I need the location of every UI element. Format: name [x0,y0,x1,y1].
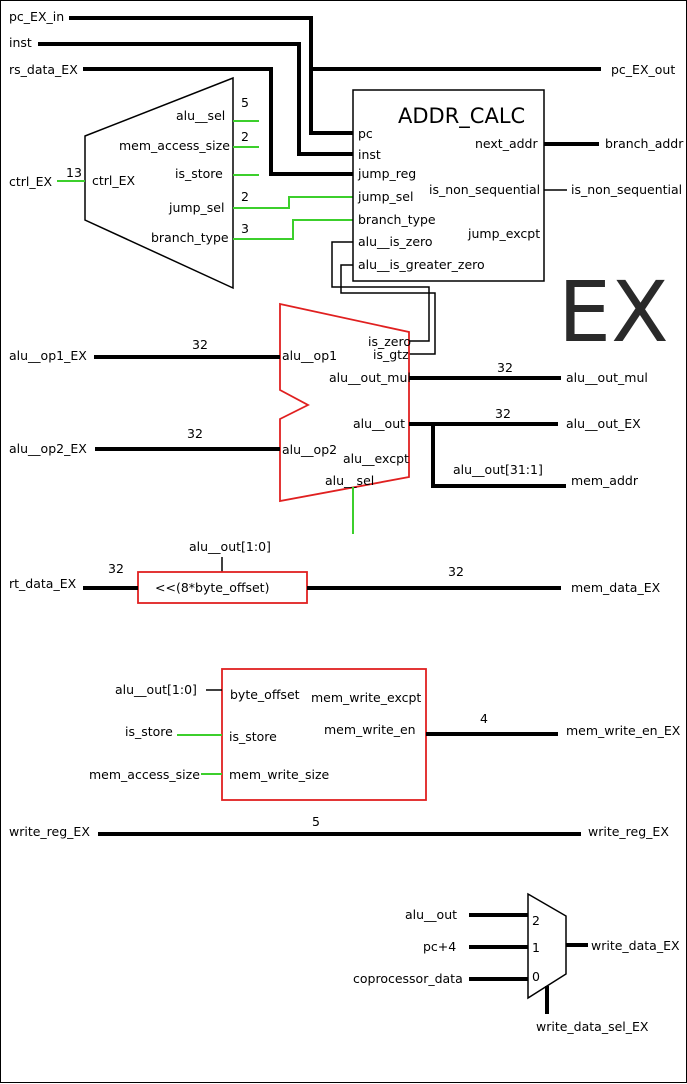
mem-write-out-excpt: mem_write_excpt [311,690,421,705]
shifter-label: <<(8*byte_offset) [155,580,269,595]
shifter-ctrl: alu__out[1:0] [189,539,271,554]
mem-write-in-is-store: is_store [229,729,277,744]
addr-calc-block [352,89,545,282]
output-mem-write-en-ex: mem_write_en_EX [566,723,681,738]
input-rt-data-ex: rt_data_EX [9,576,77,591]
wire-pc [69,16,353,135]
input-pc-ex-in: pc_EX_in [9,9,64,24]
ctrl-width: 13 [66,165,82,180]
addr-calc-in-branch-type: branch_type [358,212,436,227]
input-alu-op1-ex: alu__op1_EX [9,348,87,363]
alu-port-out-mul: alu__out_mul [329,370,411,385]
width-rt-data: 32 [108,561,124,576]
output-is-non-sequential: is_non_sequential [571,182,682,197]
input-rs-data-ex: rs_data_EX [9,62,78,77]
input-ctrl-ex: ctrl_EX [9,174,53,189]
addr-calc-out-next-addr: next_addr [475,136,538,151]
mem-write-in-size: mem_write_size [229,767,330,782]
width-mem-data: 32 [448,564,464,579]
addr-calc-in-is-zero: alu__is_zero [358,234,433,249]
addr-calc-in-jump-reg: jump_reg [357,166,416,181]
addr-calc-out-is-non-sequential: is_non_sequential [429,182,540,197]
mem-write-in-byte-offset: byte_offset [230,687,300,702]
mux-select-2: 2 [532,913,540,928]
decoder-port-jump-sel: jump_sel [168,200,224,215]
mux-input-alu-out: alu__out [405,907,457,922]
output-branch-addr: branch_addr [605,136,684,151]
alu-out-slice: alu__out[31:1] [453,462,543,477]
wire-mem-addr [431,424,566,488]
wire-rs-data [83,67,353,176]
wire-jump-sel [233,196,353,209]
alu-port-op1: alu__op1 [282,348,337,363]
mem-write-out-en: mem_write_en [324,722,416,737]
output-alu-out-ex: alu__out_EX [566,416,641,431]
input-inst: inst [9,35,32,50]
mux-select-signal: write_data_sel_EX [536,1019,649,1034]
width-mem-write-en: 4 [480,711,488,726]
decoder-port-is-store: is_store [175,166,223,181]
alu-port-op2: alu__op2 [282,442,337,457]
output-mem-data-ex: mem_data_EX [571,580,661,595]
addr-calc-title: ADDR_CALC [398,104,525,129]
width-alu-op2: 32 [187,426,203,441]
alu-port-excpt: alu__excpt [343,451,409,466]
mem-write-block [221,668,427,801]
addr-calc-in-pc: pc [358,126,373,141]
output-write-data-ex: write_data_EX [591,938,680,953]
alu-port-sel: alu__sel [325,473,374,488]
width-alu-out-mul: 32 [497,360,513,375]
decoder-port-branch-type: branch_type [151,230,229,245]
addr-calc-in-jump-sel: jump_sel [357,189,413,204]
addr-calc-in-is-greater-zero: alu__is_greater_zero [358,257,485,272]
wire-is-zero-feedback [331,241,430,342]
output-mem-addr: mem_addr [571,473,639,488]
decoder-port-ctrl-ex: ctrl_EX [92,173,136,188]
wire-branch-type [233,219,353,240]
width-branch-type: 3 [241,221,249,236]
mem-write-ext-is-store: is_store [125,724,173,739]
control-decoder-shape [84,76,234,290]
addr-calc-in-inst: inst [358,147,381,162]
mem-write-ext-byte-offset: alu__out[1:0] [115,682,197,697]
output-write-reg-ex: write_reg_EX [588,824,669,839]
output-alu-out-mul: alu__out_mul [566,370,648,385]
input-alu-op2-ex: alu__op2_EX [9,441,87,456]
mem-write-ext-size: mem_access_size [89,767,200,782]
mux-select-0: 0 [532,969,540,984]
width-jump-sel: 2 [241,189,249,204]
decoder-port-alu-sel: alu__sel [176,108,225,123]
mux-select-1: 1 [532,940,540,955]
input-write-reg-ex: write_reg_EX [9,824,90,839]
output-pc-ex-out: pc_EX_out [611,62,675,77]
mux-input-pc-plus-4: pc+4 [423,939,456,954]
addr-calc-out-jump-excpt: jump_excpt [467,226,540,241]
width-alu-sel: 5 [241,95,249,110]
alu-shape [279,302,410,503]
write-data-mux [527,892,567,1000]
stage-label: EX [558,263,669,361]
wire-is-gtz-feedback [340,264,436,355]
alu-port-out: alu__out [353,416,405,431]
width-mem-access-size: 2 [241,129,249,144]
width-alu-out: 32 [495,406,511,421]
alu-port-is-zero: is_zero [368,334,411,349]
width-write-reg: 5 [312,814,320,829]
wire-inst [38,42,353,156]
decoder-port-mem-access-size: mem_access_size [119,138,230,153]
width-alu-op1: 32 [192,337,208,352]
mux-input-coprocessor-data: coprocessor_data [353,971,463,986]
alu-port-is-gtz: is_gtz [373,347,409,362]
